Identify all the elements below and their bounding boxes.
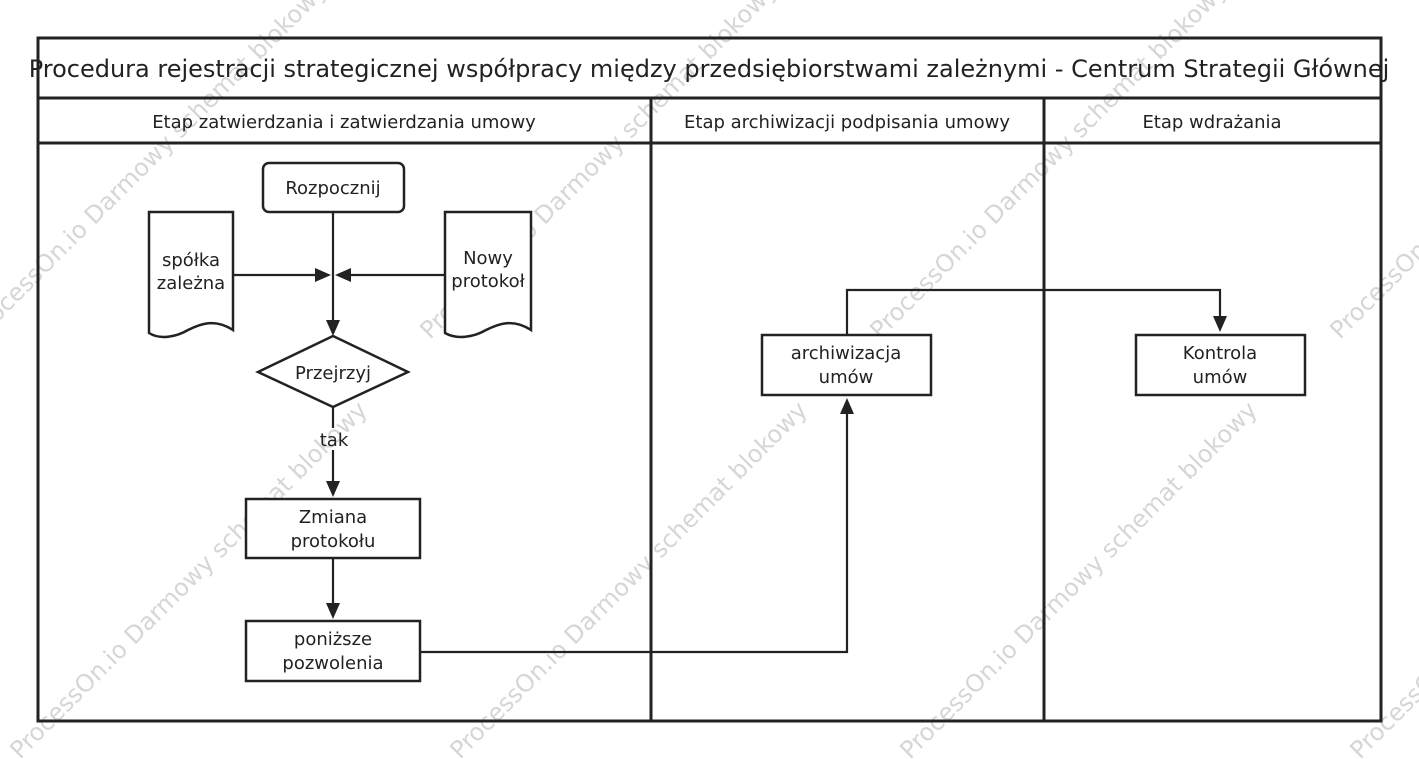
lane-header-implementation: Etap wdrażania	[1142, 112, 1281, 133]
decision-review-label: Przejrzyj	[295, 363, 371, 384]
process-permissions[interactable]	[244, 619, 422, 683]
document-new-protocol[interactable]	[443, 210, 533, 339]
process-control[interactable]	[1134, 333, 1307, 397]
document-subsidiary-line1: spółka	[162, 250, 220, 271]
start-node[interactable]	[261, 161, 406, 214]
process-change-protocol-line1: Zmiana	[299, 507, 367, 528]
arrowhead	[840, 398, 854, 414]
process-archiving[interactable]	[760, 333, 933, 397]
process-change-protocol-line2: protokołu	[291, 531, 376, 552]
edge-label-yes: tak	[320, 430, 349, 451]
diagram-title: Procedura rejestracji strategicznej wspó…	[29, 55, 1390, 83]
arrowhead	[335, 268, 351, 282]
watermark: ProcessOn.io Darmowy schemat blokowy	[444, 396, 812, 759]
process-archiving-line1: archiwizacja	[791, 343, 901, 364]
arrowhead	[326, 603, 340, 619]
process-control-line1: Kontrola	[1183, 343, 1257, 364]
document-subsidiary[interactable]	[147, 210, 235, 339]
connectors: tak	[233, 212, 1227, 654]
document-subsidiary-line2: zależna	[157, 273, 225, 294]
lane-header-approval: Etap zatwierdzania i zatwierdzania umowy	[152, 112, 536, 133]
start-node-label: Rozpocznij	[285, 178, 380, 199]
document-new-protocol-line1: Nowy	[463, 248, 513, 269]
arrowhead	[326, 320, 340, 336]
process-permissions-line2: pozwolenia	[282, 653, 383, 674]
decision-review[interactable]	[255, 334, 411, 409]
process-control-line2: umów	[1193, 367, 1248, 388]
edge-permissions-to-archiving	[421, 412, 849, 654]
arrowhead	[1213, 316, 1227, 332]
pool-frame	[36, 36, 1383, 723]
lane-header-archiving: Etap archiwizacji podpisania umowy	[684, 112, 1010, 133]
watermark: ProcessOn.io Darmowy schemat blokowy	[1324, 0, 1419, 344]
watermark: ProcessOn.io Darmowy schemat blokowy	[894, 396, 1262, 759]
process-change-protocol[interactable]	[244, 497, 422, 560]
nodes: Rozpocznij spółka zależna Nowy protokoł …	[147, 161, 1307, 683]
watermark: ProcessOn.io Darmowy schemat blokowy	[864, 0, 1232, 344]
process-permissions-line1: poniższe	[294, 629, 372, 650]
arrowhead	[326, 481, 340, 497]
arrowhead	[315, 268, 331, 282]
process-archiving-line2: umów	[819, 367, 874, 388]
document-new-protocol-line2: protokoł	[451, 271, 525, 292]
watermark: ProcessOn.io Darmowy schemat blokowy	[4, 396, 372, 759]
edge-archiving-to-control	[845, 288, 1222, 334]
pool: Procedura rejestracji strategicznej wspó…	[29, 36, 1390, 723]
